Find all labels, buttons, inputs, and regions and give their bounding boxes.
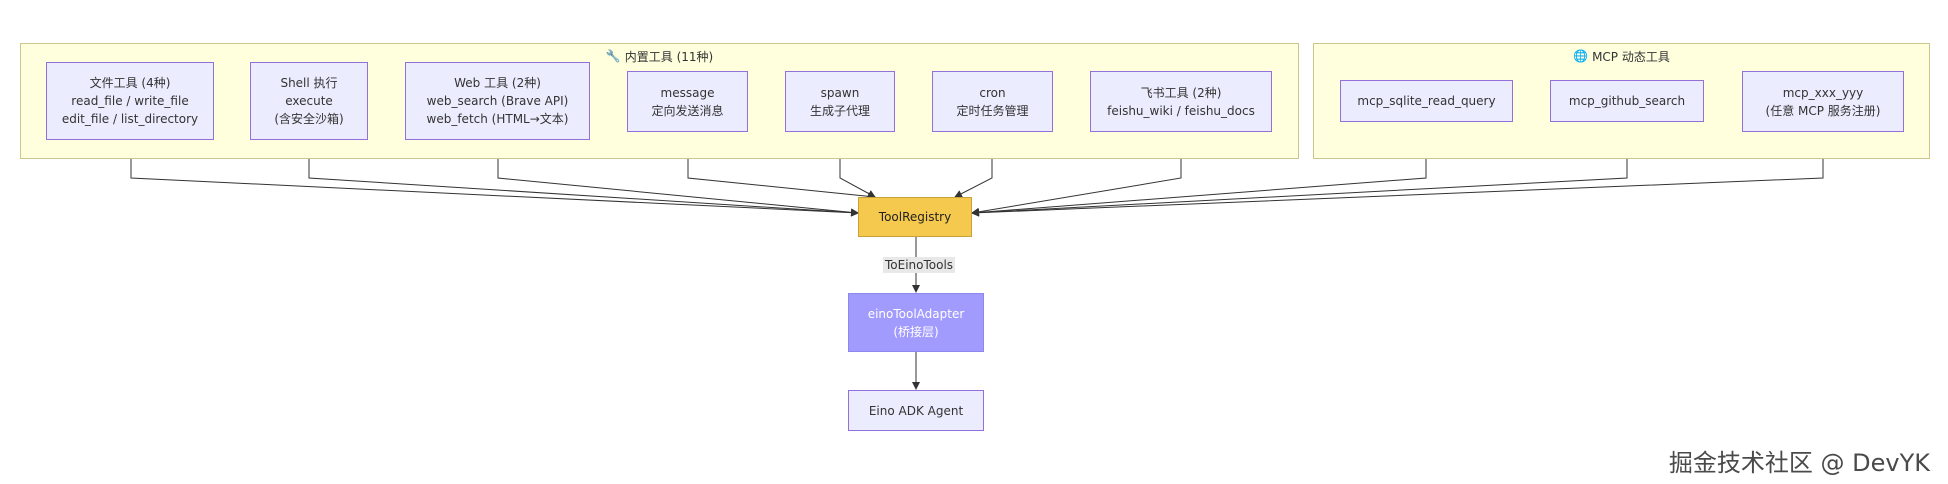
mcp-xxx-line-2: (任意 MCP 服务注册) (1765, 103, 1881, 118)
wrench-icon: 🔧 (605, 49, 621, 63)
mcp-tools-group-label: MCP 动态工具 (1592, 49, 1670, 64)
cron-node: cron 定时任务管理 (932, 71, 1053, 132)
builtin-tools-group-title: 🔧 内置工具 (11种) (21, 44, 1298, 68)
web-tools-node: Web 工具 (2种) web_search (Brave API) web_f… (405, 62, 590, 140)
tool-registry-label: ToolRegistry (878, 210, 952, 224)
mcp-xxx-line-1: mcp_xxx_yyy (1782, 85, 1864, 100)
web-tools-line-1: Web 工具 (2种) (454, 76, 541, 90)
eino-tool-adapter-line-1: einoToolAdapter (867, 306, 965, 321)
to-eino-tools-edge-label: ToEinoTools (883, 257, 956, 273)
web-tools-line-3: web_fetch (HTML→文本) (426, 112, 569, 126)
mcp-tools-group-title: 🌐 MCP 动态工具 (1314, 44, 1929, 68)
feishu-tools-node: 飞书工具 (2种) feishu_wiki / feishu_docs (1090, 71, 1272, 132)
eino-tool-adapter-node: einoToolAdapter (桥接层) (848, 293, 984, 352)
file-tools-line-3: edit_file / list_directory (61, 112, 199, 126)
mcp-github-node: mcp_github_search (1550, 80, 1704, 122)
shell-line-1: Shell 执行 (280, 76, 338, 90)
eino-adk-agent-label: Eino ADK Agent (868, 403, 964, 418)
cron-line-1: cron (979, 85, 1006, 100)
file-tools-line-2: read_file / write_file (71, 94, 189, 108)
globe-icon: 🌐 (1573, 49, 1589, 63)
eino-tool-adapter-line-2: (桥接层) (893, 324, 939, 339)
mcp-github-line-1: mcp_github_search (1568, 94, 1686, 108)
web-tools-line-2: web_search (Brave API) (426, 94, 569, 108)
mcp-sqlite-node: mcp_sqlite_read_query (1340, 80, 1513, 122)
feishu-line-1: 飞书工具 (2种) (1140, 85, 1222, 100)
message-line-2: 定向发送消息 (651, 103, 724, 118)
feishu-line-2: feishu_wiki / feishu_docs (1107, 103, 1255, 118)
builtin-tools-group-label: 内置工具 (11种) (624, 49, 714, 64)
message-node: message 定向发送消息 (627, 71, 748, 132)
tool-registry-node: ToolRegistry (858, 197, 972, 237)
mcp-sqlite-line-1: mcp_sqlite_read_query (1357, 94, 1496, 108)
mcp-xxx-node: mcp_xxx_yyy (任意 MCP 服务注册) (1742, 71, 1904, 132)
cron-line-2: 定时任务管理 (956, 103, 1029, 118)
shell-line-2: execute (285, 94, 333, 108)
watermark: 掘金技术社区 @ DevYK (1668, 449, 1930, 477)
eino-adk-agent-node: Eino ADK Agent (848, 390, 984, 431)
shell-node: Shell 执行 execute (含安全沙箱) (250, 62, 368, 140)
spawn-line-1: spawn (820, 85, 860, 100)
spawn-node: spawn 生成子代理 (785, 71, 895, 132)
message-line-1: message (660, 85, 715, 100)
file-tools-line-1: 文件工具 (4种) (89, 76, 171, 90)
file-tools-node: 文件工具 (4种) read_file / write_file edit_fi… (46, 62, 214, 140)
shell-line-3: (含安全沙箱) (274, 112, 344, 126)
spawn-line-2: 生成子代理 (809, 103, 870, 118)
